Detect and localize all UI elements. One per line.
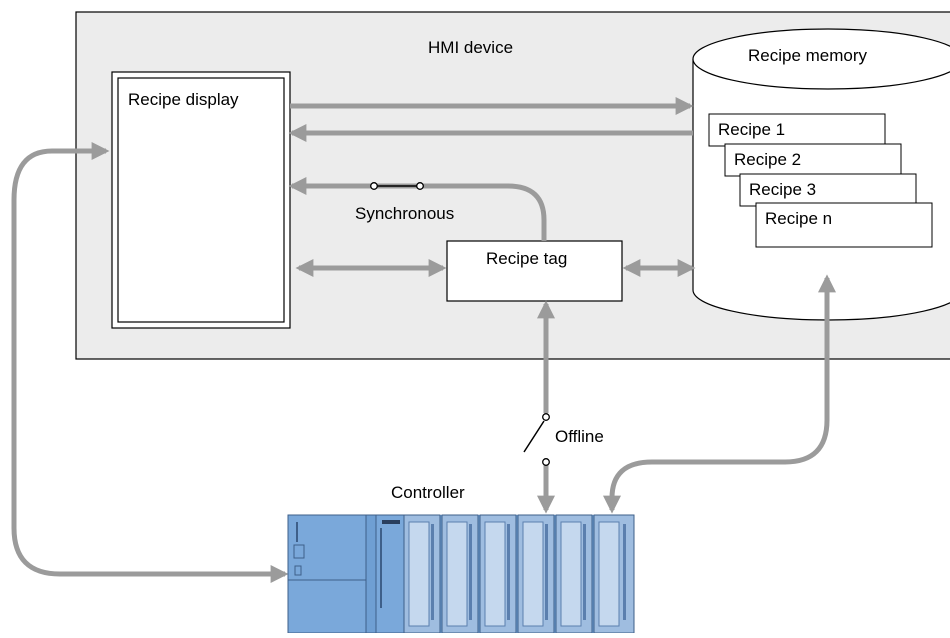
recipe-card-stack — [708, 113, 933, 248]
controller-label: Controller — [391, 483, 465, 502]
recipe-item-label: Recipe 2 — [734, 150, 802, 169]
recipe-item-label: Recipe n — [765, 209, 833, 228]
hmi-device-label: HMI device — [428, 38, 514, 57]
recipe-tag-label: Recipe tag — [486, 249, 568, 268]
memory-controller-arrow — [603, 274, 836, 514]
synchronous-switch — [370, 182, 424, 190]
recipe-item-label: Recipe 1 — [718, 120, 786, 139]
synchronous-arrow — [288, 177, 547, 241]
recipe-display-screen — [111, 71, 291, 329]
recipe-display-label: Recipe display — [128, 90, 239, 109]
recipe-memory-label: Recipe memory — [748, 46, 868, 65]
controller-plc — [287, 514, 635, 634]
offline-label: Offline — [555, 427, 604, 446]
display-controller-arrow — [11, 142, 289, 583]
recipe-tag-box — [446, 240, 623, 302]
offline-switch — [523, 413, 550, 466]
recipe-card — [755, 202, 933, 248]
synchronous-label: Synchronous — [355, 204, 455, 223]
recipe-item-label: Recipe 3 — [749, 180, 817, 199]
